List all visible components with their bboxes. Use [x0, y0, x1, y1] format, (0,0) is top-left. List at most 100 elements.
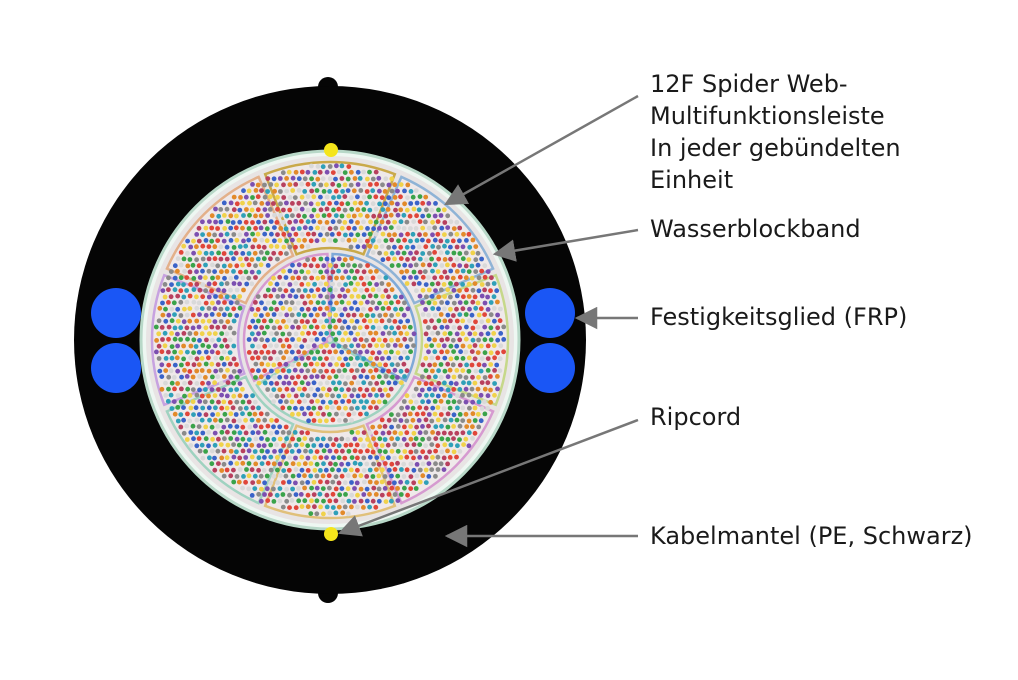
- optical-fiber: [163, 356, 169, 361]
- optical-fiber: [333, 486, 339, 492]
- optical-fiber: [240, 399, 246, 405]
- optical-fiber: [241, 238, 246, 244]
- optical-fiber: [466, 281, 472, 287]
- optical-fiber: [430, 219, 435, 225]
- optical-fiber: [240, 200, 245, 206]
- optical-fiber: [441, 207, 447, 213]
- optical-fiber: [395, 212, 401, 218]
- optical-fiber: [488, 374, 493, 379]
- optical-fiber: [320, 201, 326, 206]
- optical-fiber: [311, 343, 317, 349]
- optical-fiber: [383, 312, 388, 318]
- optical-fiber: [284, 337, 290, 343]
- optical-fiber: [460, 256, 466, 262]
- optical-fiber: [308, 225, 314, 231]
- optical-fiber: [255, 194, 261, 200]
- optical-fiber: [342, 182, 348, 188]
- label-spider-web-line-2: Multifunktionsleiste: [650, 102, 885, 130]
- optical-fiber: [413, 449, 419, 454]
- optical-fiber: [200, 455, 206, 461]
- optical-fiber: [255, 355, 261, 361]
- optical-fiber: [370, 238, 376, 244]
- optical-fiber: [411, 331, 417, 337]
- optical-fiber: [337, 318, 342, 323]
- optical-fiber: [336, 169, 342, 175]
- optical-fiber: [445, 361, 451, 367]
- optical-fiber: [492, 392, 497, 398]
- optical-fiber: [191, 337, 197, 343]
- optical-fiber: [286, 380, 292, 386]
- optical-fiber: [355, 492, 360, 498]
- optical-fiber: [355, 307, 360, 312]
- optical-fiber: [172, 362, 178, 368]
- optical-fiber: [280, 343, 286, 349]
- optical-fiber: [324, 330, 330, 336]
- optical-fiber: [203, 436, 209, 442]
- optical-fiber: [308, 201, 314, 207]
- optical-fiber: [361, 343, 366, 349]
- optical-fiber: [327, 287, 333, 293]
- optical-fiber: [445, 213, 451, 219]
- optical-fiber: [271, 486, 276, 492]
- optical-fiber: [466, 269, 472, 274]
- optical-fiber: [435, 417, 441, 423]
- optical-fiber: [410, 417, 416, 423]
- optical-fiber: [225, 380, 231, 385]
- optical-fiber: [342, 207, 348, 213]
- optical-fiber: [475, 350, 481, 355]
- optical-fiber: [280, 492, 286, 497]
- optical-fiber: [303, 362, 308, 368]
- optical-fiber: [472, 418, 478, 423]
- optical-fiber: [442, 269, 448, 275]
- optical-fiber: [264, 486, 270, 492]
- optical-fiber: [185, 399, 190, 405]
- optical-fiber: [194, 381, 200, 386]
- optical-fiber: [154, 349, 159, 355]
- optical-fiber: [432, 362, 438, 368]
- optical-fiber: [249, 306, 255, 312]
- optical-fiber: [374, 381, 380, 386]
- optical-fiber: [197, 338, 202, 343]
- optical-fiber: [253, 361, 259, 367]
- optical-fiber: [479, 319, 485, 325]
- optical-fiber: [284, 176, 289, 181]
- optical-fiber: [172, 386, 177, 392]
- optical-fiber: [321, 287, 327, 293]
- optical-fiber: [286, 479, 292, 485]
- optical-fiber: [445, 424, 451, 430]
- optical-fiber: [345, 436, 351, 442]
- optical-fiber: [457, 362, 463, 368]
- optical-fiber: [345, 486, 351, 492]
- optical-fiber: [331, 207, 336, 213]
- optical-fiber: [212, 281, 218, 287]
- optical-fiber: [333, 213, 339, 219]
- optical-fiber: [312, 392, 318, 398]
- strength-member-left-bottom: [91, 343, 141, 393]
- optical-fiber: [343, 232, 348, 238]
- optical-fiber: [336, 467, 342, 473]
- optical-fiber: [386, 455, 391, 461]
- optical-fiber: [255, 231, 261, 237]
- optical-fiber: [287, 356, 293, 362]
- optical-fiber: [290, 436, 295, 442]
- optical-fiber: [445, 399, 451, 405]
- optical-fiber: [501, 337, 507, 342]
- optical-fiber: [203, 412, 209, 418]
- optical-fiber: [314, 485, 320, 491]
- optical-fiber: [331, 318, 336, 324]
- optical-fiber: [213, 206, 218, 212]
- optical-fiber: [315, 275, 321, 281]
- optical-fiber: [472, 331, 478, 337]
- optical-fiber: [314, 337, 320, 342]
- optical-fiber: [333, 324, 338, 330]
- optical-fiber: [218, 418, 224, 423]
- optical-fiber: [451, 287, 457, 293]
- optical-fiber: [445, 336, 450, 342]
- optical-fiber: [306, 355, 311, 361]
- optical-fiber: [491, 281, 497, 286]
- optical-fiber: [436, 294, 442, 300]
- optical-fiber: [441, 430, 447, 436]
- optical-fiber: [265, 300, 271, 306]
- optical-fiber: [225, 367, 230, 373]
- optical-fiber: [417, 194, 423, 200]
